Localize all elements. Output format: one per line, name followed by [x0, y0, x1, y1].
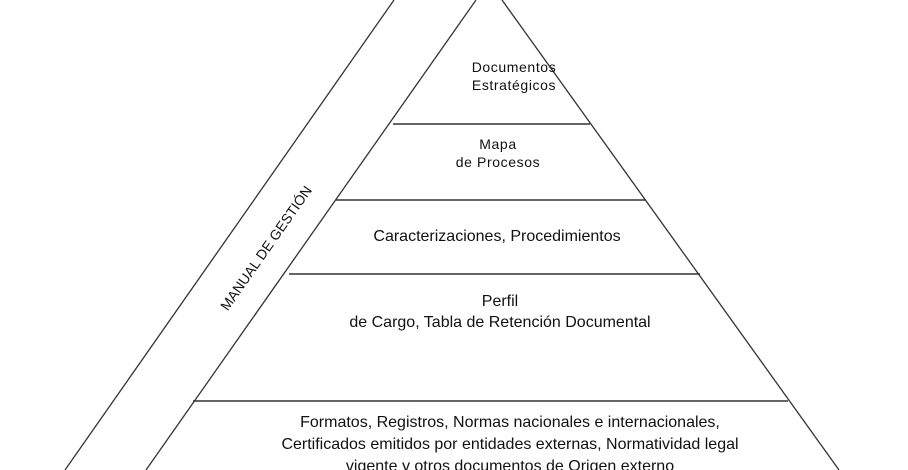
level-text-line: Documentos: [471, 59, 557, 75]
level-text-line: Mapa: [479, 136, 517, 152]
level-text-line: Caracterizaciones, Procedimientos: [373, 228, 621, 245]
level-text-line: de Procesos: [455, 154, 541, 171]
pyramid-right-edge: [501, 0, 840, 470]
pyramid-left-edge: [145, 0, 477, 470]
level-text-line: de Cargo, Tabla de Retención Documental: [349, 313, 651, 331]
level-text-line: vigente y otros documentos de Origen ext…: [345, 458, 675, 470]
level-text-line: Formatos, Registros, Normas nacionales e…: [300, 414, 720, 431]
level-text-line: Perfil: [481, 293, 519, 310]
level-text-line: Certificados emitidos por entidades exte…: [281, 436, 739, 453]
level-perfil-de-cargo: Perfil de Cargo, Tabla de Retención Docu…: [349, 292, 650, 334]
level-text-line: Estratégicos: [471, 77, 557, 94]
level-caracterizaciones: Caracterizaciones, Procedimientos: [373, 227, 620, 248]
level-mapa-de-procesos: Mapa de Procesos: [456, 135, 540, 171]
level-documentos-estrategicos: Documentos Estratégicos: [472, 58, 557, 94]
level-formatos-registros: Formatos, Registros, Normas nacionales e…: [281, 412, 738, 470]
outer-left-band-line: [64, 0, 395, 470]
